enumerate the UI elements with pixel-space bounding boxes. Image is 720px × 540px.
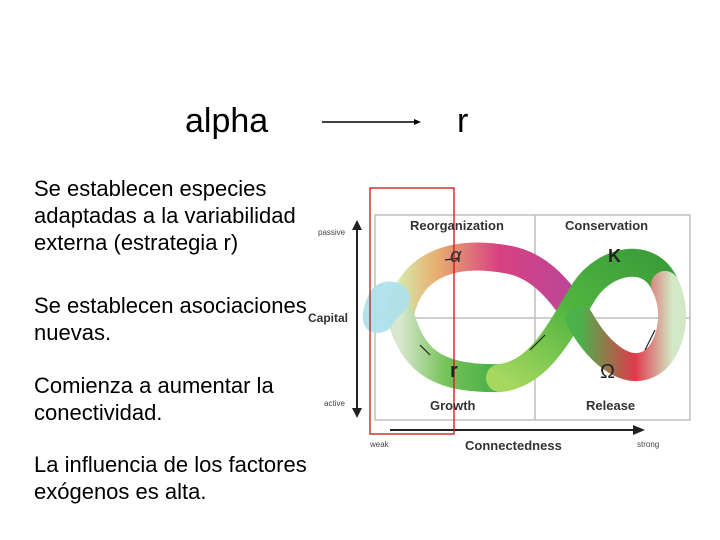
y-axis-label: Capital bbox=[308, 311, 348, 325]
y-axis-arrow-bottom bbox=[352, 408, 362, 418]
adaptive-cycle-diagram: Reorganization Conservation Growth Relea… bbox=[308, 187, 691, 453]
quadrant-label-conservation: Conservation bbox=[565, 218, 648, 233]
x-axis-label: Connectedness bbox=[465, 438, 562, 453]
highlight-box bbox=[369, 187, 455, 435]
y-axis-top-label: passive bbox=[318, 228, 346, 237]
y-axis-bottom-label: active bbox=[324, 399, 345, 408]
r-band bbox=[386, 301, 514, 393]
omega-band bbox=[566, 271, 686, 382]
front-loop-shape bbox=[362, 281, 410, 333]
y-axis-arrow-top bbox=[352, 220, 362, 230]
r-heading: r bbox=[457, 102, 469, 140]
flow-arrow-k bbox=[529, 334, 546, 351]
x-axis-arrow-right bbox=[633, 425, 645, 435]
phase-symbol-r: r bbox=[450, 360, 458, 382]
x-axis-left-label: weak bbox=[369, 440, 390, 449]
phase-symbol-alpha: α bbox=[450, 245, 462, 267]
right-arrow-icon bbox=[322, 119, 421, 125]
flow-arrow-omega bbox=[644, 329, 656, 351]
quadrant-label-growth: Growth bbox=[430, 398, 476, 413]
quadrant-label-release: Release bbox=[586, 398, 635, 413]
phase-symbol-k: K bbox=[608, 246, 621, 266]
bullet-item: Comienza a aumentar la conectividad. bbox=[34, 373, 274, 425]
flow-arrow-alpha bbox=[444, 257, 461, 261]
alpha-band bbox=[386, 242, 594, 334]
quadrant-label-reorganization: Reorganization bbox=[410, 218, 504, 233]
k-band bbox=[486, 248, 679, 392]
bullet-item: Se establecen especies adaptadas a la va… bbox=[34, 176, 296, 255]
bullet-list: Se establecen especies adaptadas a la va… bbox=[34, 175, 354, 529]
bullet-item: Se establecen asociaciones nuevas. bbox=[34, 293, 307, 345]
x-axis-right-label: strong bbox=[637, 440, 659, 449]
flow-arrow-r bbox=[419, 344, 431, 356]
phase-symbol-omega: Ω bbox=[600, 361, 615, 383]
bullet-item: La influencia de los factores exógenos e… bbox=[34, 452, 307, 504]
alpha-heading: alpha bbox=[185, 102, 269, 140]
